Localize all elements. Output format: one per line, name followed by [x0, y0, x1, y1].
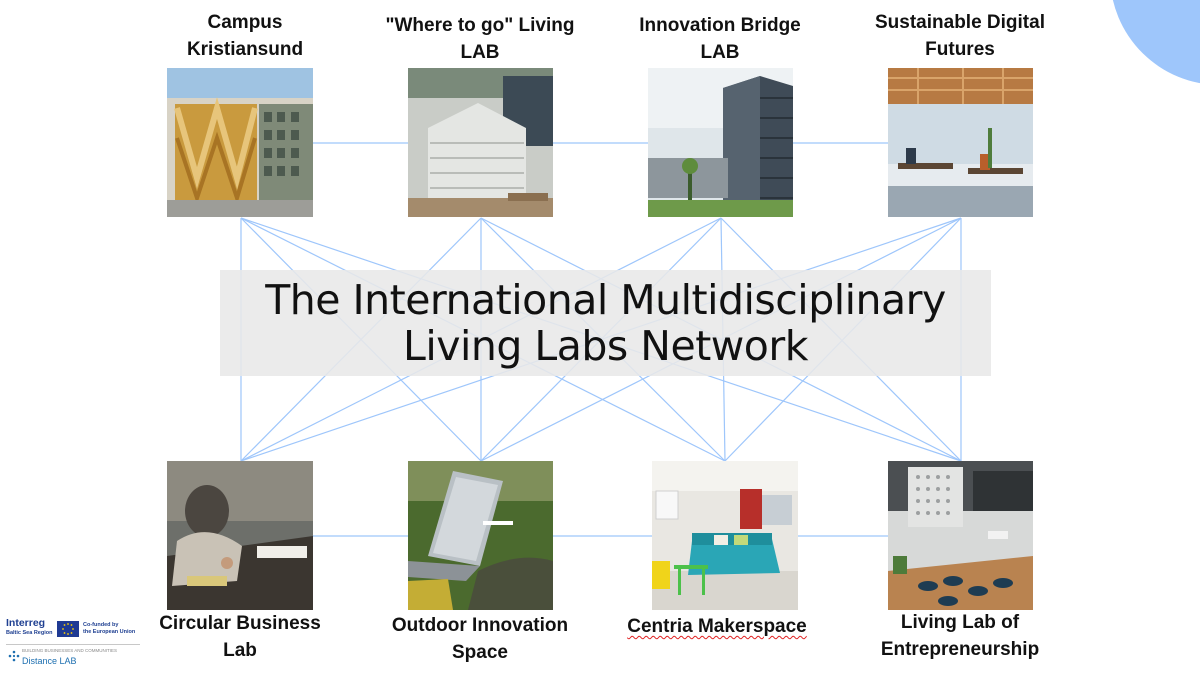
campus-building-icon: [167, 68, 313, 217]
label-line: Circular Business: [120, 610, 360, 637]
pod-room-icon: [408, 68, 553, 217]
distance-lab-logo: Distance LAB: [22, 656, 77, 666]
sustainable-digital-futures-photo: [888, 68, 1033, 217]
distance-lab-tagline: BUILDING BUSINESSES AND COMMUNITIES: [22, 648, 142, 653]
title-line-1: The International Multidisciplinary: [265, 277, 945, 323]
label-living-lab-entrepreneurship: Living Lab of Entrepreneurship: [840, 609, 1080, 663]
eu-cofunded-text: Co-funded by the European Union: [83, 622, 143, 636]
interreg-region: Baltic Sea Region: [6, 630, 52, 636]
open-office-icon: [888, 68, 1033, 217]
logo-divider: [6, 644, 140, 645]
title-box: The International Multidisciplinary Livi…: [220, 270, 991, 376]
circular-business-lab-photo: [167, 461, 313, 610]
interreg-logo: Interreg: [6, 618, 45, 629]
eu-flag-icon: [57, 621, 79, 637]
label-line: Kristiansund: [125, 36, 365, 63]
label-line: Outdoor Innovation: [360, 612, 600, 639]
label-line: Living Lab of: [840, 609, 1080, 636]
office-tower-icon: [648, 68, 793, 217]
living-lab-entrepreneurship-photo: [888, 461, 1033, 610]
label-sustainable-digital-futures: Sustainable Digital Futures: [840, 9, 1080, 63]
label-line: LAB: [600, 39, 840, 66]
eu-text-line: the European Union: [83, 629, 143, 636]
partner-logos: Interreg Baltic Sea Region Co-funded by …: [4, 618, 144, 670]
innovation-bridge-lab-photo: [648, 68, 793, 217]
eu-text-line: Co-funded by: [83, 622, 143, 629]
label-line: Innovation Bridge: [600, 12, 840, 39]
distance-lab-icon: [8, 649, 20, 661]
meeting-table-icon: [167, 461, 313, 610]
label-innovation-bridge-lab: Innovation Bridge LAB: [600, 12, 840, 66]
label-campus-kristiansund: Campus Kristiansund: [125, 9, 365, 63]
where-to-go-lab-photo: [408, 68, 553, 217]
label-line: Entrepreneurship: [840, 636, 1080, 663]
label-outdoor-innovation-space: Outdoor Innovation Space: [360, 612, 600, 666]
laptop-outdoors-icon: [408, 461, 553, 610]
outdoor-innovation-space-photo: [408, 461, 553, 610]
label-line: "Where to go" Living: [360, 12, 600, 39]
label-line: Lab: [120, 637, 360, 664]
campus-kristiansund-photo: [167, 68, 313, 217]
label-circular-business-lab: Circular Business Lab: [120, 610, 360, 664]
label-centria-makerspace: Centria Makerspace: [597, 613, 837, 640]
makerspace-icon: [652, 461, 798, 610]
label-line: Futures: [840, 36, 1080, 63]
label-line: Space: [360, 639, 600, 666]
title-line-2: Living Labs Network: [403, 323, 808, 369]
label-line: Campus: [125, 9, 365, 36]
label-where-to-go-lab: "Where to go" Living LAB: [360, 12, 600, 66]
label-line: Sustainable Digital: [840, 9, 1080, 36]
label-line: LAB: [360, 39, 600, 66]
lounge-space-icon: [888, 461, 1033, 610]
label-line: Centria Makerspace: [597, 613, 837, 640]
centria-makerspace-photo: [652, 461, 798, 610]
